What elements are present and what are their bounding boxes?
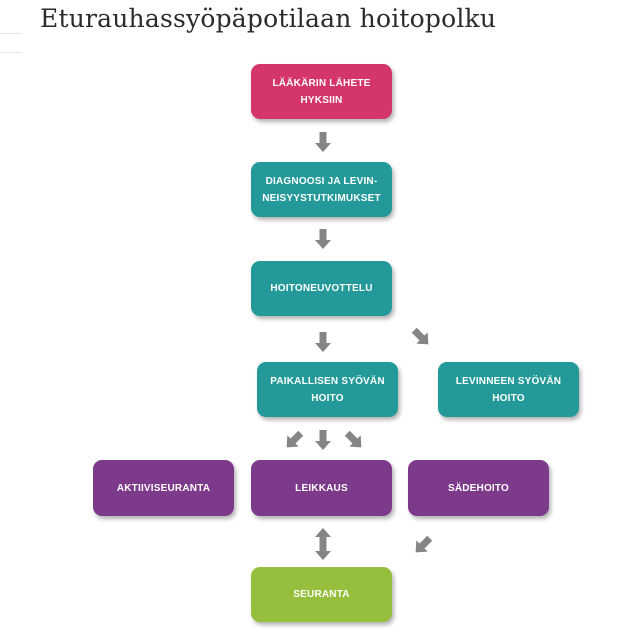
node-surgery-label: LEIKKAUS [295,482,348,494]
node-diagnosis: DIAGNOOSI JA LEVIN- NEISYYSTUTKIMUKSET [251,162,392,217]
arrow-down-meeting-local [315,332,331,352]
node-treatment-meeting-label: HOITONEUVOTTELU [270,283,373,294]
node-followup: SEURANTA [251,567,392,622]
node-spread-treatment-label: LEVINNEEN SYÖVÄN HOITO [455,375,562,404]
page-title: Eturauhassyöpäpotilaan hoitopolku [40,4,497,33]
arrow-down-diagnosis-meeting [315,229,331,249]
arrow-down-referral-diagnosis [315,132,331,152]
node-radiotherapy-label: SÄDEHOITO [447,482,510,494]
arrow-diag-local-radiotherapy [341,427,368,454]
node-surgery: LEIKKAUS [251,460,392,516]
arrow-down-local-surgery [315,430,331,450]
arrow-diag-local-surveillance [280,427,307,454]
node-referral-label: LÄÄKÄRIN LÄHETE HYKSIIN [272,77,371,106]
side-rule-bottom [0,52,22,53]
node-spread-treatment: LEVINNEEN SYÖVÄN HOITO [438,362,579,417]
side-rule-top [0,33,22,34]
node-active-surveillance: AKTIIVISEURANTA [93,460,234,516]
arrow-diag-meeting-spread [408,324,435,351]
arrow-double-surgery-followup [315,528,331,560]
node-followup-label: SEURANTA [293,589,350,600]
node-referral: LÄÄKÄRIN LÄHETE HYKSIIN [251,64,392,119]
arrow-diag-radiotherapy-followup [409,532,436,559]
node-diagnosis-label: DIAGNOOSI JA LEVIN- NEISYYSTUTKIMUKSET [262,175,381,204]
node-treatment-meeting: HOITONEUVOTTELU [251,261,392,316]
node-radiotherapy: SÄDEHOITO [408,460,549,516]
node-active-surveillance-label: AKTIIVISEURANTA [116,482,211,494]
node-local-treatment: PAIKALLISEN SYÖVÄN HOITO [257,362,398,417]
node-local-treatment-label: PAIKALLISEN SYÖVÄN HOITO [270,375,385,404]
